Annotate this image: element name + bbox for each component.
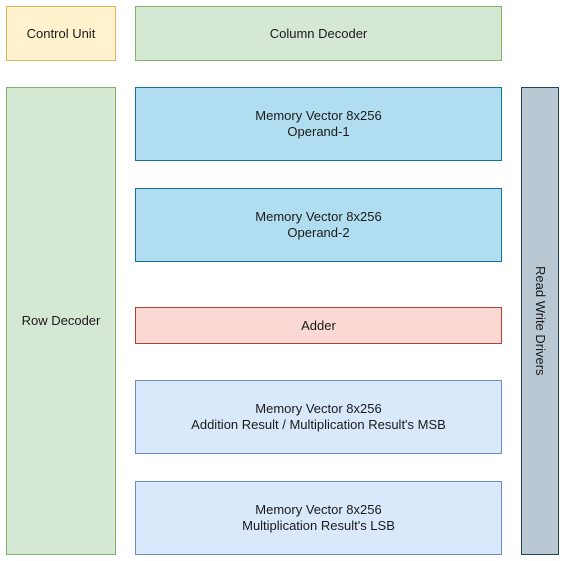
- adder-block: Adder: [135, 307, 502, 344]
- multiplication-lsb-memory-block: Memory Vector 8x256 Multiplication Resul…: [135, 481, 502, 555]
- column-decoder-label: Column Decoder: [269, 25, 368, 41]
- read-write-drivers-block: Read Write Drivers: [521, 87, 559, 555]
- addition-result-subtitle: Addition Result / Multiplication Result'…: [191, 417, 446, 432]
- addition-result-title: Memory Vector 8x256: [255, 401, 382, 416]
- operand-1-title: Memory Vector 8x256: [255, 108, 382, 123]
- operand-1-memory-block: Memory Vector 8x256 Operand-1: [135, 87, 502, 161]
- control-unit-label: Control Unit: [26, 25, 96, 41]
- multiplication-lsb-title: Memory Vector 8x256: [255, 502, 382, 517]
- multiplication-lsb-subtitle: Multiplication Result's LSB: [242, 518, 395, 533]
- control-unit-block: Control Unit: [6, 6, 116, 61]
- read-write-drivers-label: Read Write Drivers: [533, 266, 548, 376]
- operand-2-title: Memory Vector 8x256: [255, 209, 382, 224]
- operand-2-subtitle: Operand-2: [287, 225, 350, 240]
- column-decoder-block: Column Decoder: [135, 6, 502, 61]
- operand-2-memory-block: Memory Vector 8x256 Operand-2: [135, 188, 502, 262]
- row-decoder-block: Row Decoder: [6, 87, 116, 555]
- row-decoder-label: Row Decoder: [21, 313, 101, 328]
- operand-1-subtitle: Operand-1: [287, 124, 350, 139]
- adder-label: Adder: [301, 317, 336, 333]
- addition-result-memory-block: Memory Vector 8x256 Addition Result / Mu…: [135, 380, 502, 454]
